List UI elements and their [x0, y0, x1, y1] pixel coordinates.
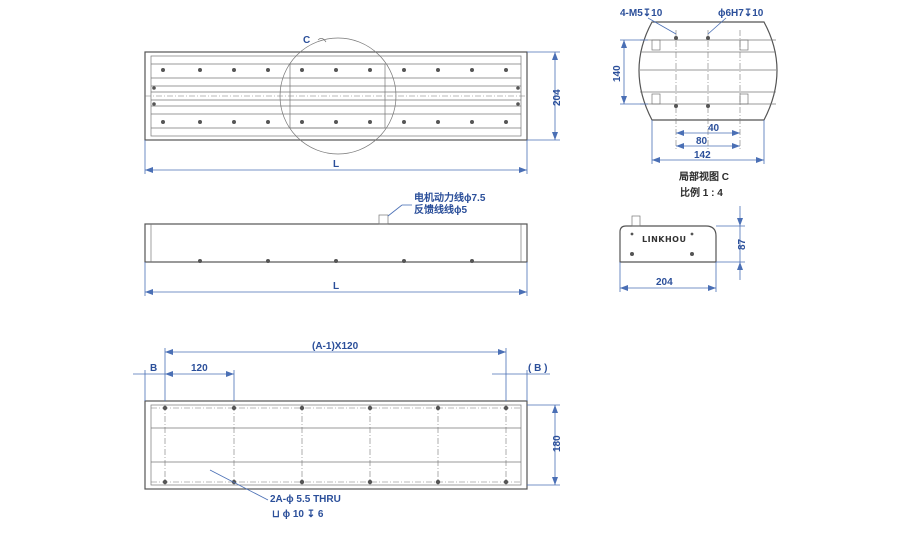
cable-power-label: 电机动力线ϕ7.5 [414, 191, 486, 204]
top-length-dim: L [333, 159, 339, 170]
pitch-dim: (A-1)X120 [312, 341, 359, 352]
detail-pin-label: ϕ6H7↧10 [718, 8, 764, 19]
top-view: C 204 L [144, 35, 563, 174]
end-width-dim: 204 [656, 277, 673, 288]
detail-tap-label: 4-M5↧10 [620, 8, 663, 19]
b-left-dim: B [150, 363, 157, 374]
callout-c: C [303, 35, 310, 46]
bottom-view: (A-1)X120 120 B ( B ) 180 2A-ϕ 5.5 THRU … [133, 341, 563, 520]
end-height-dim: 87 [737, 238, 748, 250]
side-length-dim: L [333, 281, 339, 292]
detail-height-dim: 140 [612, 65, 623, 82]
detail-40-dim: 40 [708, 123, 720, 134]
detail-title: 局部视图 C [678, 170, 729, 183]
detail-scale: 比例 1 : 4 [680, 186, 723, 199]
side-view: 电机动力线ϕ7.5 反馈线线ϕ5 L [144, 191, 528, 296]
end-view: LINKHOU 87 204 [619, 206, 748, 292]
top-height-dim: 204 [552, 89, 563, 106]
detail-view-c: 4-M5↧10 ϕ6H7↧10 140 40 80 142 局部视图 C 比例 … [612, 8, 778, 199]
detail-142-dim: 142 [694, 150, 711, 161]
detail-c-circle [279, 37, 397, 155]
bottom-height-dim: 180 [552, 435, 563, 452]
cbore-spec-label: ⊔ ϕ 10 ↧ 6 [272, 509, 324, 520]
detail-80-dim: 80 [696, 136, 708, 147]
hole-spec-label: 2A-ϕ 5.5 THRU [270, 494, 341, 505]
cable-feedback-label: 反馈线线ϕ5 [414, 203, 467, 216]
pitch-unit-dim: 120 [191, 363, 208, 374]
brand-logo: LINKHOU [642, 235, 686, 244]
b-right-dim: ( B ) [528, 363, 547, 374]
